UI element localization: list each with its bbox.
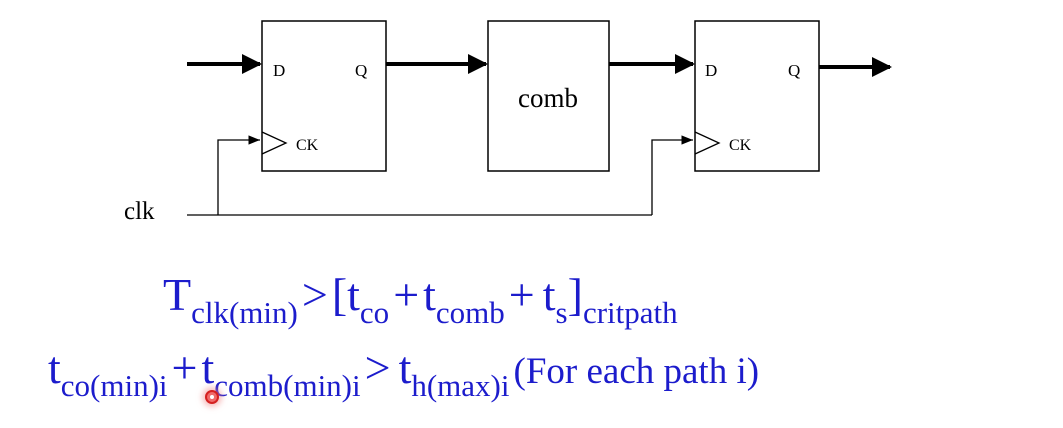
comb-block [487, 20, 610, 172]
eq1-t-comb-sub: comb [435, 295, 505, 331]
eq2-t-h: t [398, 342, 412, 393]
ff1-clock-triangle [261, 131, 288, 155]
eq1-plus-1: + [393, 269, 420, 320]
eq2-note: (For each path i) [513, 351, 760, 392]
eq2-t-comb: t [201, 342, 215, 393]
eq1-close-bracket: ] [567, 269, 583, 320]
setup-time-equation: Tclk(min) > [tco + tcomb + ts]critpath [163, 269, 678, 331]
ff2-d-label: D [705, 61, 717, 80]
ff2-clock-triangle [694, 131, 721, 155]
ff1-q-label: Q [355, 61, 367, 80]
laser-pointer-icon [205, 390, 219, 404]
eq1-t-s: t [542, 269, 556, 320]
ff2-ck-label: CK [729, 137, 752, 154]
ff1-d-label: D [273, 61, 285, 80]
eq2-gt: > [364, 342, 391, 393]
eq1-open-bracket: [ [331, 269, 348, 320]
eq1-t-co: t [347, 269, 360, 320]
clk-to-ff1-wire [217, 135, 260, 215]
eq2-plus: + [171, 342, 198, 393]
eq1-t-co-sub: co [359, 295, 390, 331]
eq1-T-sub: clk(min) [191, 295, 298, 331]
flip-flop-2 [694, 20, 820, 172]
eq2-t-comb-sub: comb(min)i [214, 368, 361, 404]
timing-circuit-diagram: D Q CK comb D Q CK clk [124, 20, 892, 225]
eq1-t-s-sub: s [555, 295, 568, 331]
eq1-critpath-sub: critpath [582, 295, 678, 331]
flip-flop-1 [261, 20, 387, 172]
eq1-plus-2: + [508, 269, 535, 320]
comb-label: comb [518, 83, 578, 113]
clk-to-ff2-wire [651, 135, 693, 215]
eq2-t-h-sub: h(max)i [411, 368, 510, 404]
eq2-t-co: t [48, 342, 61, 393]
clk-label: clk [124, 198, 155, 225]
hold-time-equation: tco(min)i + tcomb(min)i > th(max)i (For … [48, 342, 760, 404]
eq2-t-co-sub: co(min)i [60, 368, 168, 404]
eq1-T: T [163, 269, 192, 320]
eq1-t-comb: t [423, 269, 436, 320]
eq1-gt: > [301, 269, 328, 320]
ff2-q-label: Q [788, 61, 800, 80]
ff1-ck-label: CK [296, 137, 319, 154]
